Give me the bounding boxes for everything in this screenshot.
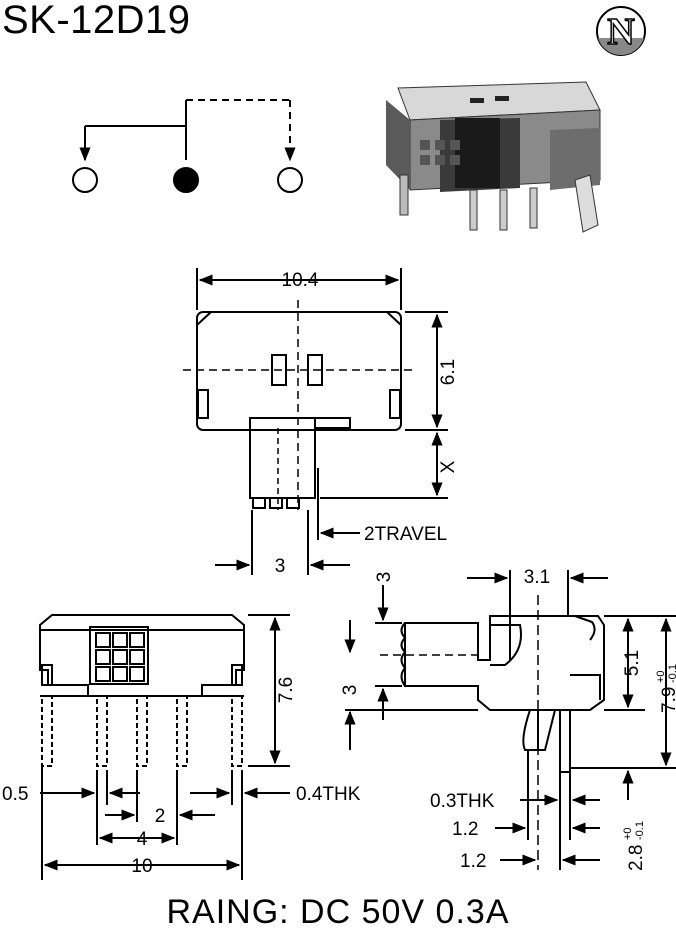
dim-front-4: 4 xyxy=(137,829,148,850)
switch-schematic xyxy=(72,99,303,193)
front-view-drawing xyxy=(39,614,290,880)
dim-front-2: 2 xyxy=(155,806,166,827)
side-view-drawing xyxy=(344,570,676,870)
dim-side-7-9-tol-plus: +0 xyxy=(655,670,667,683)
dim-side-3-bottom: 3 xyxy=(340,685,361,696)
dim-front-0-5: 0.5 xyxy=(2,784,28,805)
dim-2-8-group: 2.8 +0 -0.1 xyxy=(622,821,647,871)
dim-1-2b: 1.2 xyxy=(460,851,486,872)
dim-2-8-tol-plus: +0 xyxy=(622,827,634,840)
dim-side-7-9-group: 7.9 +0 -0.1 xyxy=(655,664,676,713)
top-view-drawing xyxy=(183,268,448,575)
dim-height-top: 6.1 xyxy=(438,359,459,385)
dim-width-top: 10.4 xyxy=(282,270,319,291)
dim-2-8-tol-minus: -0.1 xyxy=(634,821,646,840)
dim-2-8: 2.8 xyxy=(626,845,647,871)
dim-front-0-4thk: 0.4THK xyxy=(296,784,361,805)
dim-travel: 2TRAVEL xyxy=(364,524,447,545)
dim-x: X xyxy=(438,460,459,473)
dim-1-2a: 1.2 xyxy=(452,819,478,840)
brand-logo: N xyxy=(596,6,646,56)
part-number-title: SK-12D19 xyxy=(2,0,191,42)
product-photo xyxy=(386,81,601,233)
dim-side-width: 3.1 xyxy=(524,567,550,588)
dim-front-10: 10 xyxy=(131,856,152,877)
dim-front-7-6: 7.6 xyxy=(276,677,297,703)
dim-side-5-1: 5.1 xyxy=(622,650,643,676)
dim-side-7-9: 7.9 xyxy=(659,687,676,713)
rating-text: RAING: DC 50V 0.3A xyxy=(166,893,510,931)
logo-letter: N xyxy=(607,11,634,53)
dim-side-7-9-tol-minus: -0.1 xyxy=(667,664,676,683)
dim-pin-spacing: 3 xyxy=(275,556,286,577)
dim-0-3thk: 0.3THK xyxy=(430,791,495,812)
dim-side-3-top: 3 xyxy=(374,572,395,583)
